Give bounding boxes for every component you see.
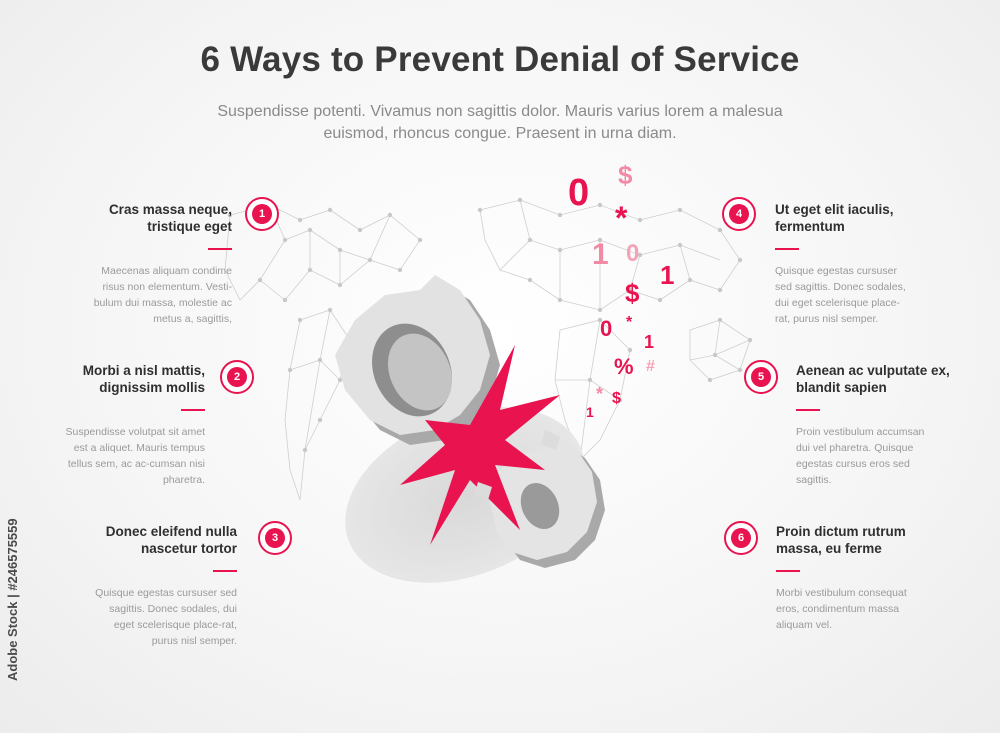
step-2-number: 2 — [227, 367, 247, 387]
step-1: Cras massa neque, tristique eget Maecena… — [0, 201, 232, 327]
step-4-heading: Ut eget elit iaculis, fermentum — [775, 202, 894, 234]
step-5-divider — [796, 409, 820, 411]
glyph-hash: # — [646, 358, 655, 375]
step-2-text: Suspendisse volutpat sit amet est a aliq… — [65, 426, 206, 486]
glyph-zero: 0 — [568, 172, 590, 214]
glyph-asterisk: * — [626, 314, 633, 331]
large-gear — [335, 275, 500, 445]
glyph-zero: 0 — [600, 316, 613, 341]
step-5: Aenean ac vulputate ex, blandit sapien P… — [796, 362, 961, 488]
step-2-badge: 2 — [220, 360, 254, 394]
step-3-number: 3 — [265, 528, 285, 548]
step-3-text: Quisque egestas cursuser sed sagittis. D… — [95, 587, 237, 647]
glyph-percent: % — [614, 354, 634, 379]
stock-watermark: Adobe Stock | #246575559 — [5, 518, 20, 682]
step-3-heading: Donec eleifend nulla nascetur tortor — [105, 524, 237, 556]
step-3-badge: 3 — [258, 521, 292, 555]
step-5-number: 5 — [751, 367, 771, 387]
glyph-dollar: $ — [625, 278, 640, 308]
map-nodes — [227, 197, 753, 453]
step-6: Proin dictum rutrum massa, eu ferme Morb… — [776, 523, 926, 633]
step-3-divider — [213, 570, 237, 572]
glyph-dollar: $ — [618, 160, 633, 190]
step-4-number: 4 — [729, 204, 749, 224]
collision-burst-icon — [400, 345, 560, 545]
step-5-heading: Aenean ac vulputate ex, blandit sapien — [796, 363, 950, 395]
glyph-one: 1 — [660, 260, 675, 290]
glyph-zero: 0 — [626, 240, 640, 267]
glyph-asterisk: * — [615, 200, 628, 236]
step-4: Ut eget elit iaculis, fermentum Quisque … — [775, 201, 925, 327]
glyph-one: 1 — [592, 238, 609, 271]
step-2-divider — [181, 409, 205, 411]
step-5-text: Proin vestibulum accumsan dui vel pharet… — [796, 426, 925, 486]
step-6-badge: 6 — [724, 521, 758, 555]
step-1-text: Maecenas aliquam condime risus non eleme… — [93, 265, 232, 325]
step-6-number: 6 — [731, 528, 751, 548]
step-2: Morbi a nisl mattis, dignissim mollis Su… — [0, 362, 205, 488]
glyph-one: 1 — [586, 404, 594, 420]
step-6-text: Morbi vestibulum consequat eros, condime… — [776, 587, 907, 631]
step-3: Donec eleifend nulla nascetur tortor Qui… — [0, 523, 237, 649]
glyph-one: 1 — [644, 332, 655, 352]
step-1-heading: Cras massa neque, tristique eget — [108, 202, 232, 234]
step-5-badge: 5 — [744, 360, 778, 394]
step-1-divider — [208, 248, 232, 250]
step-4-badge: 4 — [722, 197, 756, 231]
step-4-divider — [775, 248, 799, 250]
gear-teeth-highlights — [474, 430, 560, 500]
step-6-divider — [776, 570, 800, 572]
step-1-badge: 1 — [245, 197, 279, 231]
step-4-text: Quisque egestas cursuser sed sagittis. D… — [775, 265, 906, 325]
glyph-dollar: $ — [612, 390, 621, 407]
glyph-asterisk: * — [596, 384, 604, 404]
page-subtitle: Suspendisse potenti. Vivamus non sagitti… — [217, 103, 783, 142]
step-2-heading: Morbi a nisl mattis, dignissim mollis — [82, 363, 205, 395]
step-1-number: 1 — [252, 204, 272, 224]
step-6-heading: Proin dictum rutrum massa, eu ferme — [776, 524, 906, 556]
small-gear — [490, 437, 605, 568]
page-title: 6 Ways to Prevent Denial of Service — [200, 40, 800, 79]
